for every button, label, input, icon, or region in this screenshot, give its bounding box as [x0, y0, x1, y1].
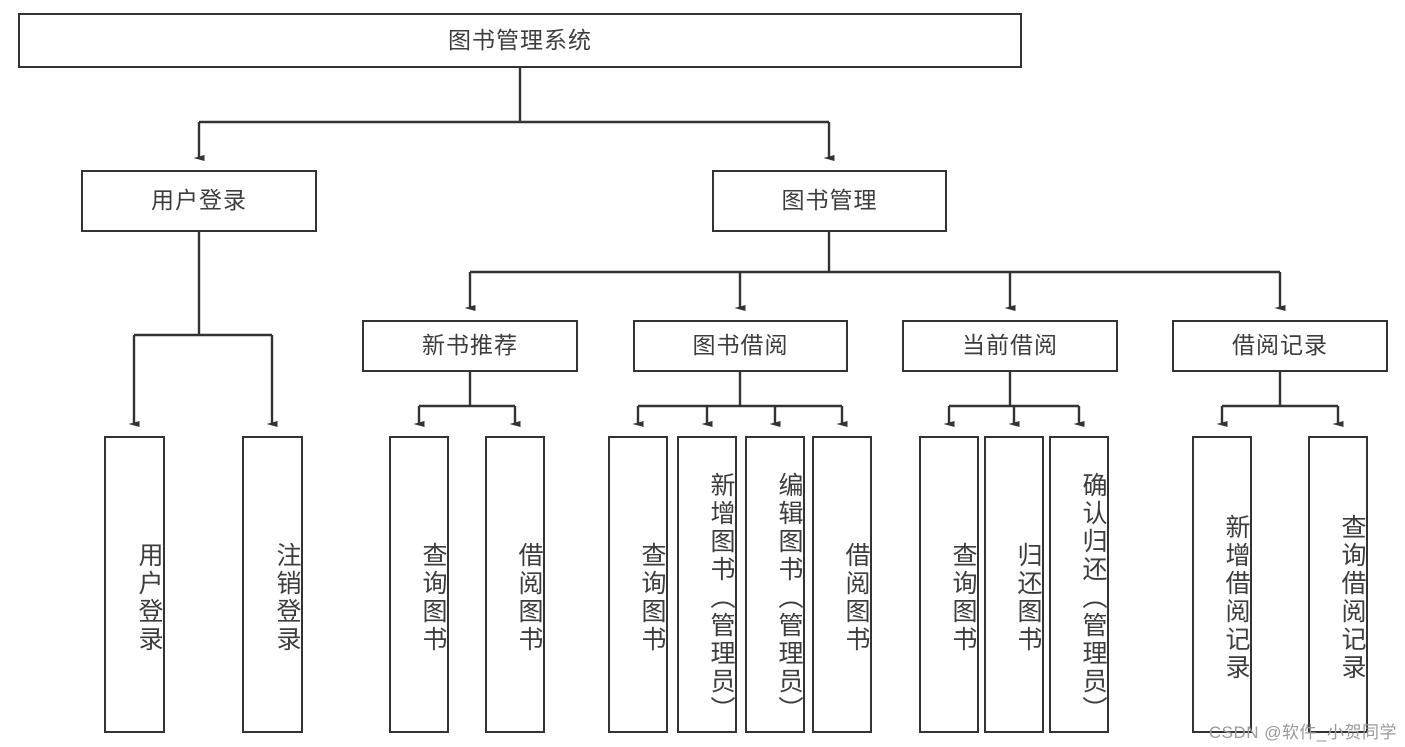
- leaf-new-book-query[interactable]: 查询图书: [389, 436, 449, 733]
- leaf-record-add-record[interactable]: 新增借阅记录: [1192, 436, 1252, 733]
- node-book-borrow[interactable]: 图书借阅: [633, 320, 848, 372]
- leaf-borrow-edit-book-admin[interactable]: 编辑图书（管理员）: [745, 436, 805, 733]
- leaf-new-book-borrow[interactable]: 借阅图书: [485, 436, 545, 733]
- leaf-borrow-borrow-book[interactable]: 借阅图书: [812, 436, 872, 733]
- watermark-text: CSDN @软件_小贺同学: [1208, 723, 1397, 742]
- node-book-management[interactable]: 图书管理: [712, 170, 947, 232]
- node-user-login[interactable]: 用户登录: [81, 170, 317, 232]
- node-current-borrow[interactable]: 当前借阅: [902, 320, 1118, 372]
- node-new-book-recommend[interactable]: 新书推荐: [362, 320, 578, 372]
- leaf-borrow-query-book[interactable]: 查询图书: [608, 436, 668, 733]
- leaf-record-query-record[interactable]: 查询借阅记录: [1308, 436, 1368, 733]
- leaf-current-confirm-return-admin[interactable]: 确认归还（管理员）: [1049, 436, 1109, 733]
- leaf-user-login-login[interactable]: 用户登录: [104, 436, 165, 733]
- leaf-current-query-book[interactable]: 查询图书: [919, 436, 979, 733]
- leaf-borrow-add-book-admin[interactable]: 新增图书（管理员）: [677, 436, 737, 733]
- node-root-system[interactable]: 图书管理系统: [18, 13, 1022, 68]
- leaf-user-login-logout[interactable]: 注销登录: [242, 436, 303, 733]
- leaf-current-return-book[interactable]: 归还图书: [984, 436, 1044, 733]
- node-borrow-record[interactable]: 借阅记录: [1172, 320, 1388, 372]
